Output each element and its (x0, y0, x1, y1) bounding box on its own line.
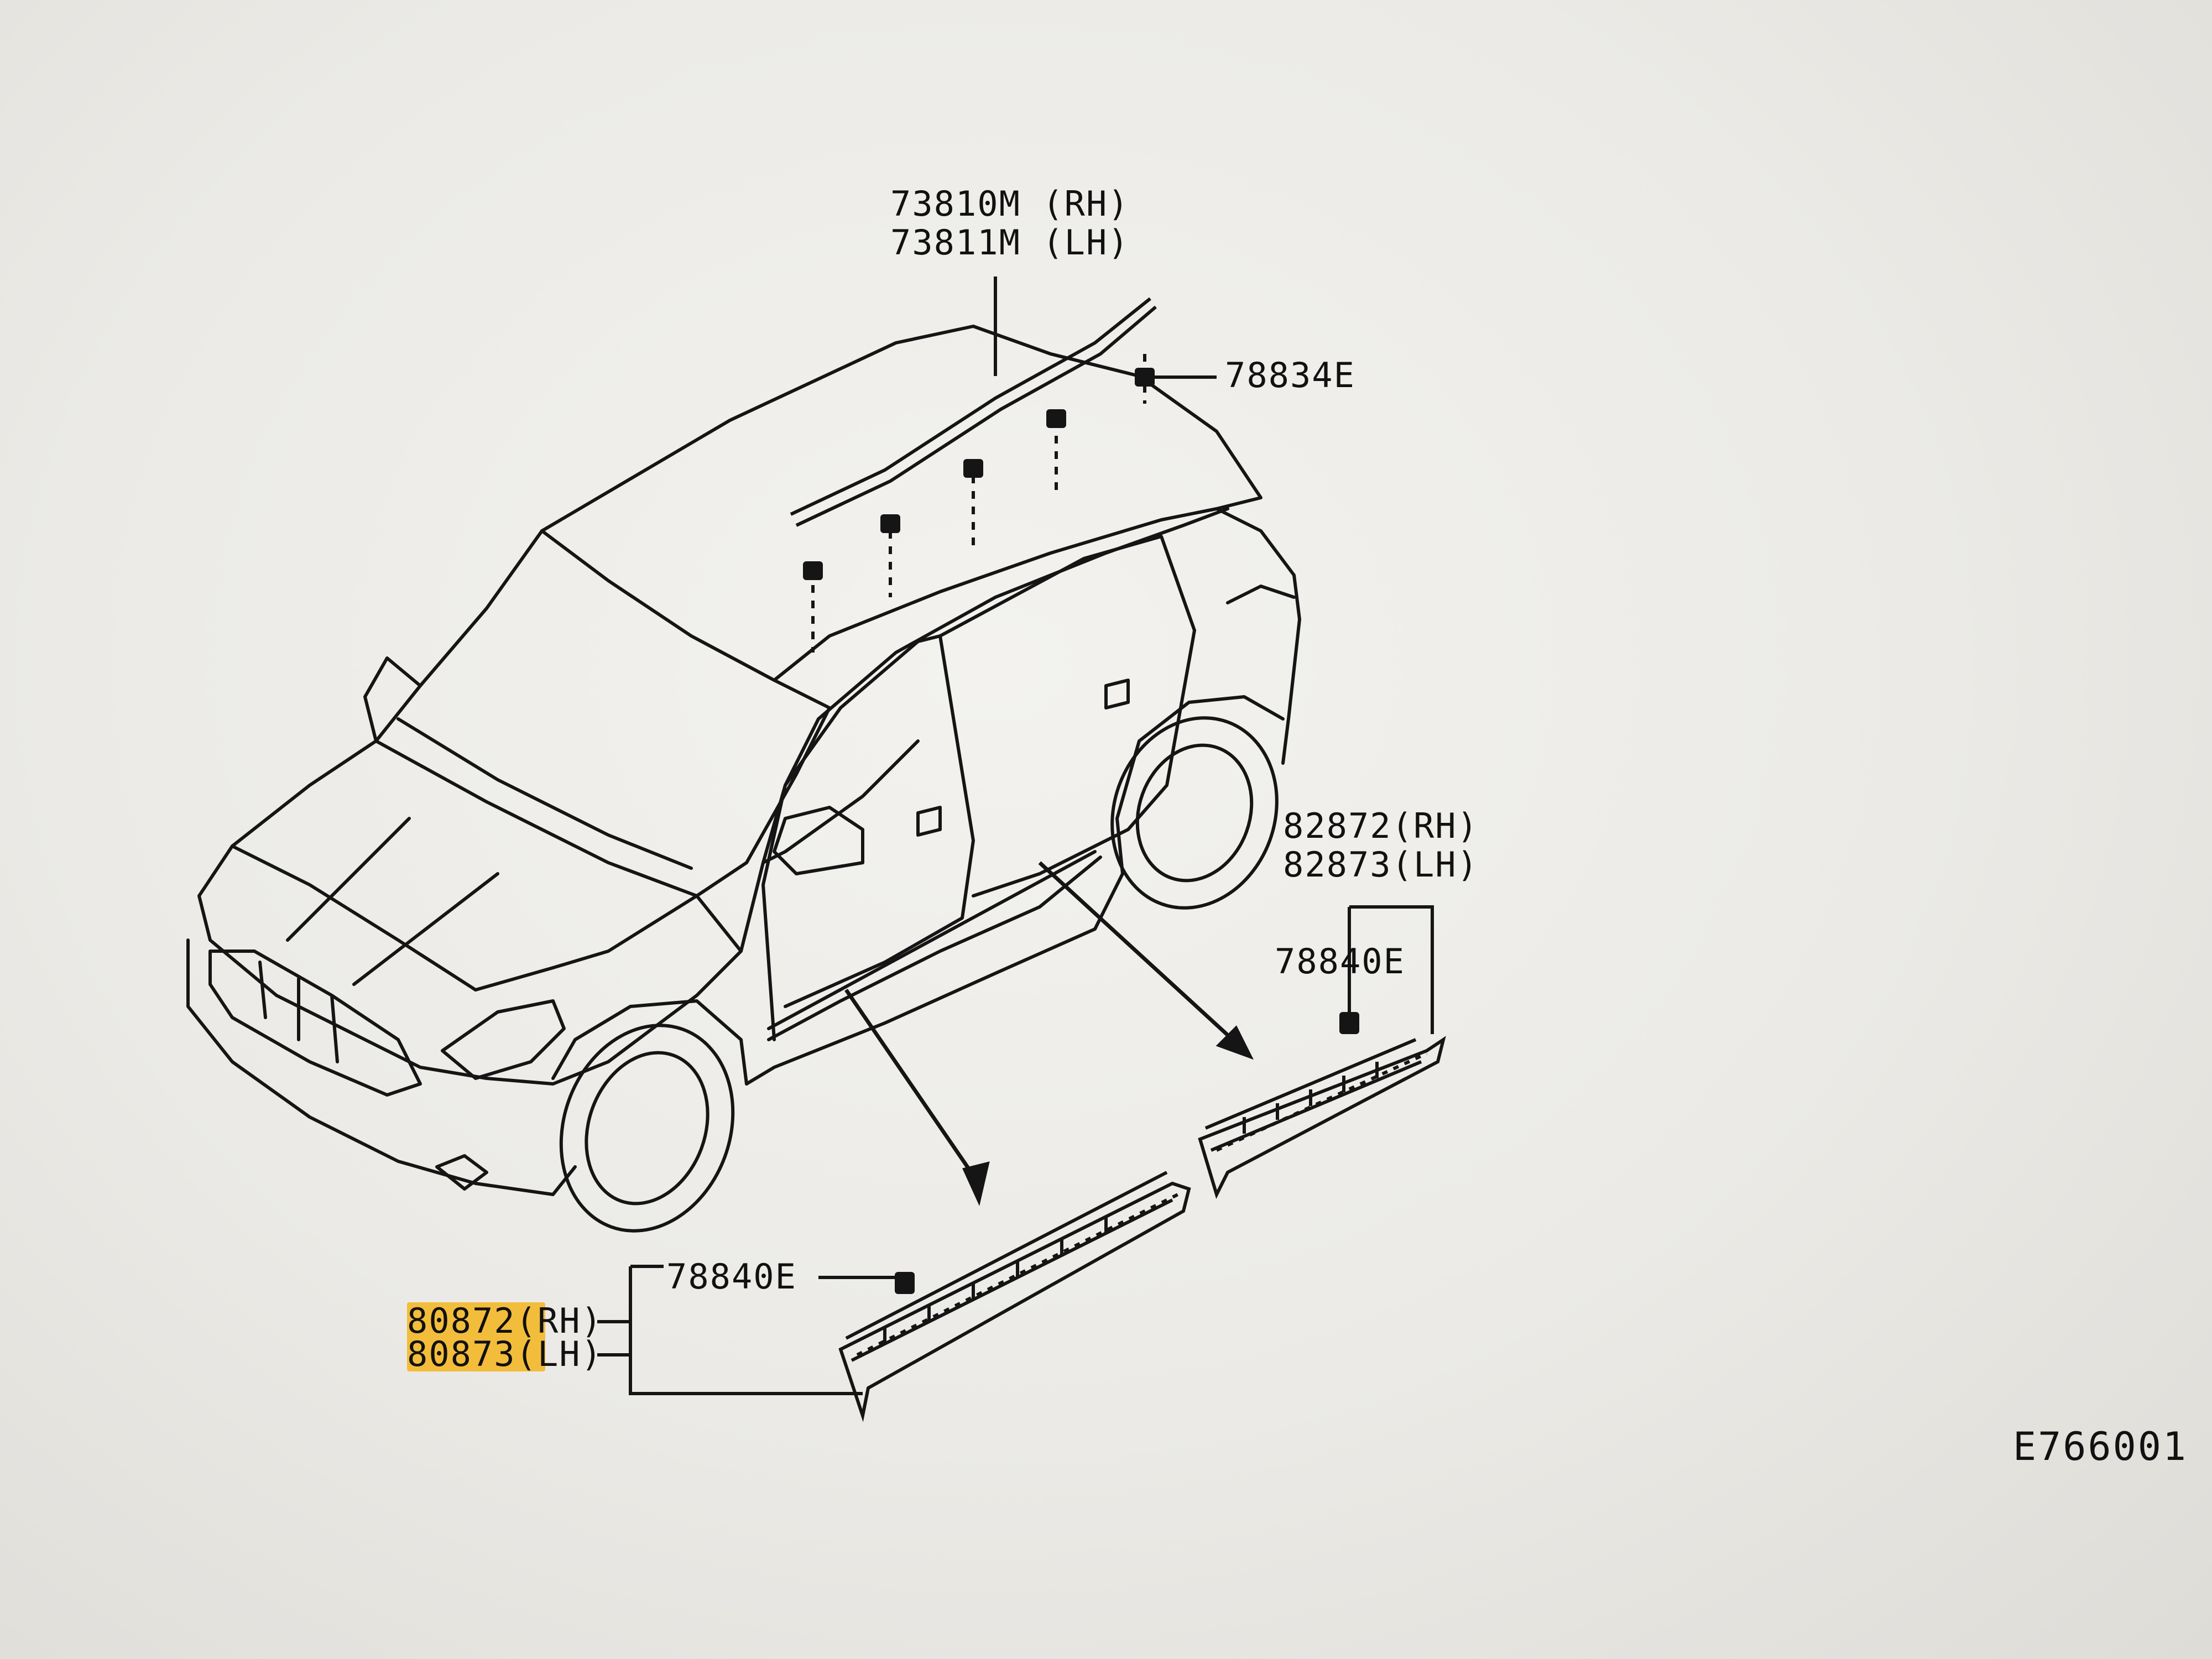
front-sill-rh-label: 80872(RH) (407, 1301, 603, 1341)
roof-clips (803, 368, 1155, 580)
rear-sill-clip-label: 78840E (1275, 941, 1405, 982)
front-sill-clip-shape (895, 1272, 915, 1294)
sill-arrows (844, 861, 1254, 1206)
front-sill-clip-label: 78840E (666, 1256, 797, 1297)
roof-molding-lh-label: 73811M (LH) (890, 222, 1130, 263)
front-sill-lh-label: 80873(LH) (407, 1334, 603, 1374)
front-sill-molding-drawing (629, 1171, 1191, 1422)
part-number-highlight (407, 1302, 545, 1371)
rear-sill-clip-shape (1339, 1012, 1359, 1034)
front-sill-bracket (597, 1320, 630, 1357)
roof-molding-rh-label: 73810M (RH) (890, 184, 1130, 224)
roof-molding-drawing (790, 276, 1157, 653)
vehicle-outline (186, 325, 1301, 1233)
roof-clip-label: 78834E (1225, 355, 1355, 395)
rear-sill-molding-drawing (1198, 905, 1446, 1199)
figure-code: E766001 (2013, 1424, 2188, 1469)
rear-sill-lh-label: 82873(LH) (1283, 844, 1479, 885)
rear-sill-rh-label: 82872(RH) (1283, 806, 1479, 846)
